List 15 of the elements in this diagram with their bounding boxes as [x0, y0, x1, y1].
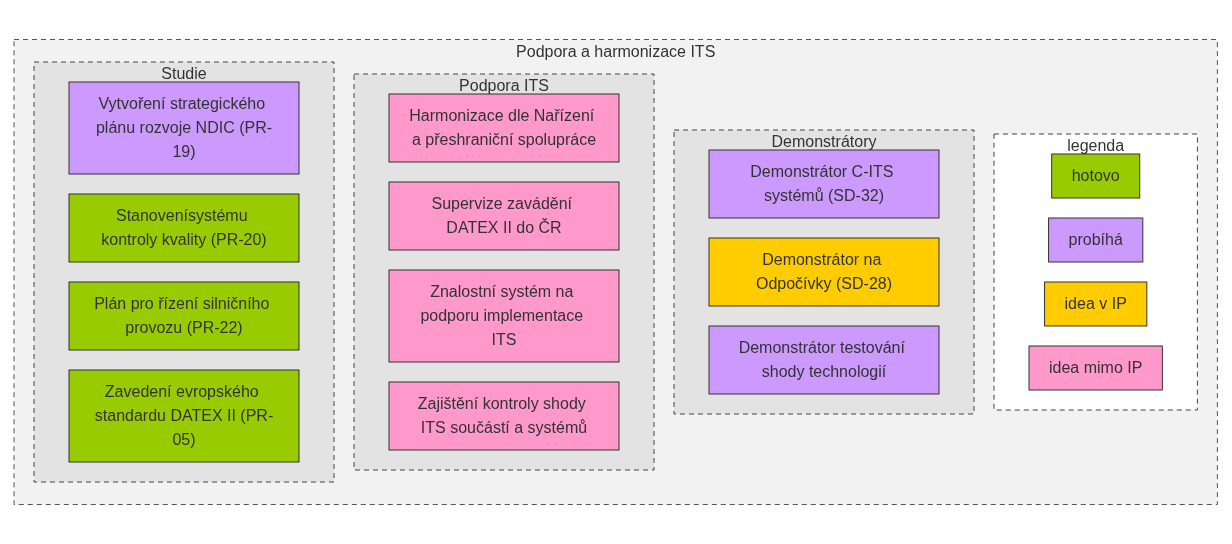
node-box: Demonstrátor C-ITS systémů (SD-32) — [708, 149, 940, 219]
node-box: Demonstrátor na Odpočívky (SD-28) — [708, 237, 940, 307]
node-box: Demonstrátor testování shody technologií — [708, 325, 940, 395]
node-box: hotovo — [1051, 153, 1141, 199]
node-box: Stanovenísystému kontroly kvality (PR-20) — [68, 193, 300, 263]
node-box: Supervize zavádění DATEX II do ČR — [388, 181, 620, 251]
node-box: Harmonizace dle Nařízení a přeshraniční spolupráce — [388, 93, 620, 163]
node-box: probíhá — [1048, 217, 1144, 263]
node-box: Zavedení evropského standardu DATEX II (PR-05) — [68, 369, 300, 463]
node-box: Zajištění kontroly shody ITS součástí a systémů — [388, 381, 620, 451]
node-box: Vytvoření strategického plánu rozvoje NDIC (PR-19) — [68, 81, 300, 175]
node-box: Znalostní systém na podporu implementace ITS — [388, 269, 620, 363]
node-box: Plán pro řízení silničního provozu (PR-22) — [68, 281, 300, 351]
node-box: idea v IP — [1044, 281, 1148, 327]
node-box: idea mimo IP — [1028, 345, 1164, 391]
